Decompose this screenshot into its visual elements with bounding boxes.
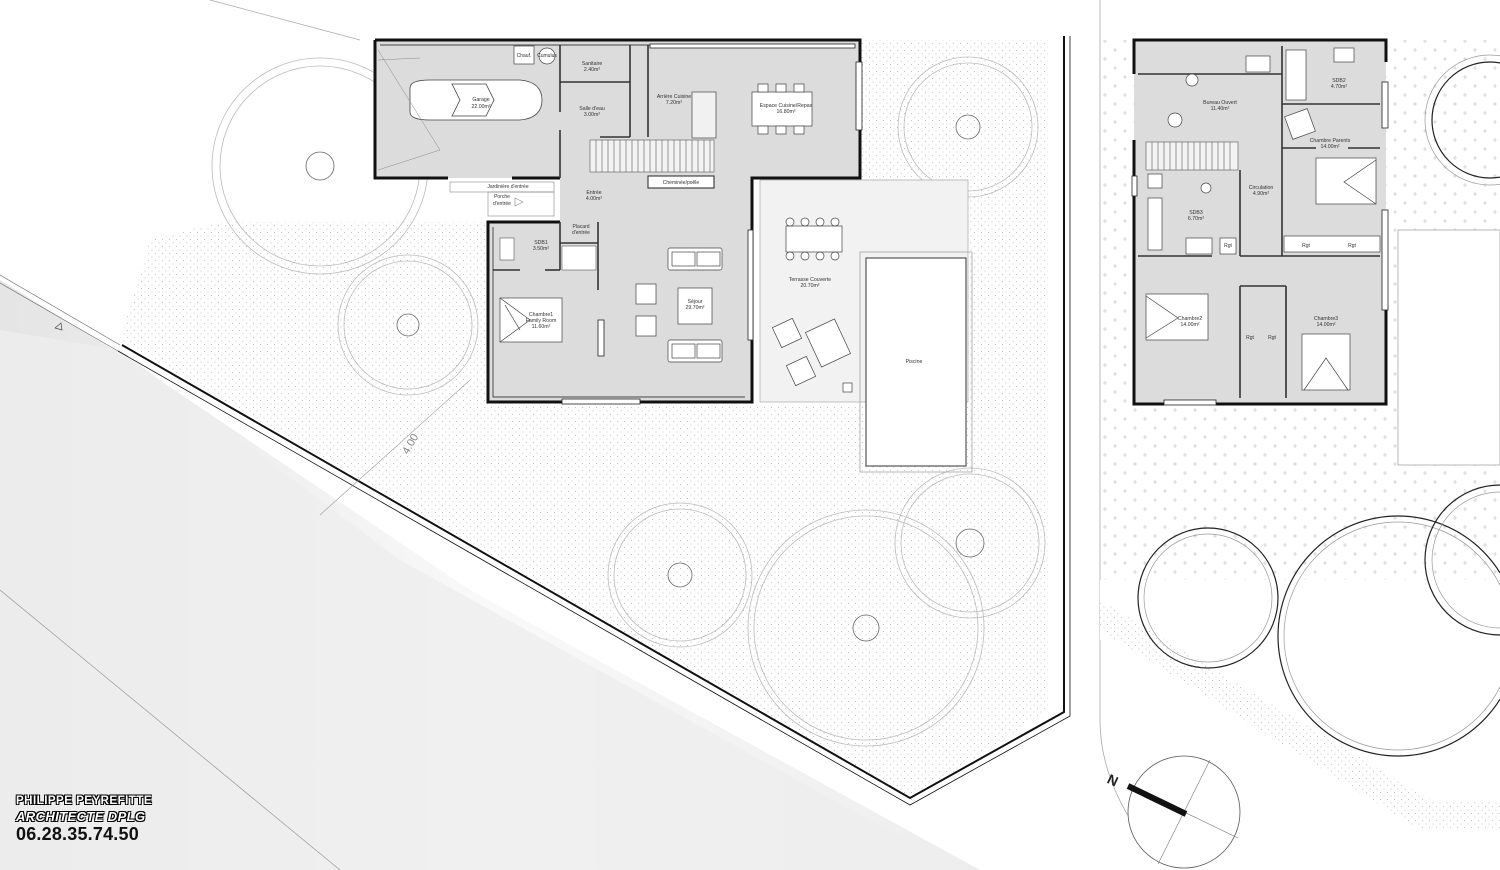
pool-label: Piscine xyxy=(906,359,923,365)
plot-boundary xyxy=(121,36,1065,800)
room-terrasse-area: 20.70m² xyxy=(800,283,819,289)
room-entree-area: 4.00m² xyxy=(586,196,602,202)
placard-label: Placard xyxy=(573,224,590,230)
porche-label: Porche xyxy=(494,194,510,200)
storage-label-3: Rgt xyxy=(1348,243,1356,249)
fireplace-label: Cheminée/poêle xyxy=(663,180,700,186)
storage-label-2: Rgt xyxy=(1268,335,1276,341)
room-chambre3-area: 14.00m² xyxy=(1316,322,1335,328)
room-chambre2-label: Chambre2 xyxy=(1178,316,1202,322)
room-bureau-label: Bureau Ouvert xyxy=(1203,100,1237,106)
room-garage-area: 22.00m² xyxy=(471,104,490,110)
stairs-ground xyxy=(589,139,715,173)
room-terrasse-label: Terrasse Couverte xyxy=(789,277,831,283)
room-circulation-area: 4.90m² xyxy=(1253,191,1269,197)
room-sanitaire-label: Sanitaire xyxy=(582,61,603,67)
living-sofas xyxy=(635,247,723,363)
dining-table xyxy=(751,83,813,135)
room-sdb1-area: 3.50m² xyxy=(533,246,549,252)
placard-label-2: d'entrée xyxy=(572,230,590,236)
room-salle-eau-area: 3.00m² xyxy=(584,112,600,118)
storage-label-4: Rgt xyxy=(1302,243,1310,249)
room-cumulus-label: Cumulus xyxy=(537,53,557,59)
room-chambre-parents-label: Chambre Parents xyxy=(1310,138,1351,144)
room-chambre1-label: Chambre1 xyxy=(529,312,553,318)
room-cuisine-label: Espace Cuisine/Repas xyxy=(760,103,813,109)
storage-label-1: Rgt xyxy=(1246,335,1254,341)
storage-label-5: Rgt xyxy=(1224,243,1232,249)
architect-name: PHILIPPE PEYREFITTE xyxy=(16,795,153,807)
room-salle-eau-label: Salle d'eau xyxy=(579,106,605,112)
room-cuisine-area: 16.80m² xyxy=(776,109,795,115)
ground-floor-plan: Garage 22.00m² Chauf. Cumulus Sanitaire … xyxy=(373,38,973,473)
room-chambre2-area: 14.00m² xyxy=(1180,322,1199,328)
jardiniere-label: Jardinière d'entrée xyxy=(487,184,528,190)
compass-north-label: N xyxy=(1105,771,1121,790)
bed-chambre1 xyxy=(499,297,563,343)
room-sdb3-label: SDB3 xyxy=(1189,210,1203,216)
room-chambre1-label-2: Family Room xyxy=(526,318,557,324)
room-bureau-area: 11.40m² xyxy=(1211,106,1230,112)
room-sanitaire-area: 2.40m² xyxy=(584,67,600,73)
room-garage-label: Garage xyxy=(472,97,489,103)
ground-floor-labels: Garage 22.00m² Chauf. Cumulus Sanitaire … xyxy=(471,53,922,365)
garden-lawn xyxy=(120,40,1048,800)
room-entree-label: Entrée xyxy=(586,190,601,196)
room-chambre3-label: Chambre3 xyxy=(1314,316,1338,322)
car xyxy=(409,79,543,121)
room-chambre1-area: 11.60m² xyxy=(532,324,551,330)
architect-credit: PHILIPPE PEYREFITTE ARCHITECTE DPLG 06.2… xyxy=(16,795,166,844)
stairs-first xyxy=(1145,141,1239,171)
architect-title: ARCHITECTE DPLG xyxy=(16,808,146,824)
first-floor-labels: Bureau Ouvert 11.40m² SDB2 4.70m² Chambr… xyxy=(1178,78,1357,341)
porche-label-2: d'entrée xyxy=(493,201,511,207)
north-compass: N xyxy=(1105,755,1241,869)
room-chauff-label: Chauf. xyxy=(517,53,532,59)
terrace-furniture xyxy=(771,217,853,393)
architect-phone: 06.28.35.74.50 xyxy=(16,823,139,844)
room-arriere-cuisine-label: Arrière Cuisine xyxy=(657,94,691,100)
room-sejour-area: 29.70m² xyxy=(685,305,704,311)
first-floor-plan: Bureau Ouvert 11.40m² SDB2 4.70m² Chambr… xyxy=(1100,38,1500,870)
room-circulation-label: Circulation xyxy=(1249,185,1274,191)
room-sdb2-label: SDB2 xyxy=(1332,78,1346,84)
room-sejour-label: Séjour xyxy=(688,299,703,305)
site-plan: 4.00 xyxy=(0,0,1161,870)
room-arriere-cuisine-area: 7.20m² xyxy=(666,100,682,106)
room-sdb3-area: 6.70m² xyxy=(1188,216,1204,222)
room-sdb1-label: SDB1 xyxy=(534,240,548,246)
pool xyxy=(865,257,967,467)
room-chambre-parents-area: 14.00m² xyxy=(1320,144,1339,150)
room-sdb2-area: 4.70m² xyxy=(1331,84,1347,90)
